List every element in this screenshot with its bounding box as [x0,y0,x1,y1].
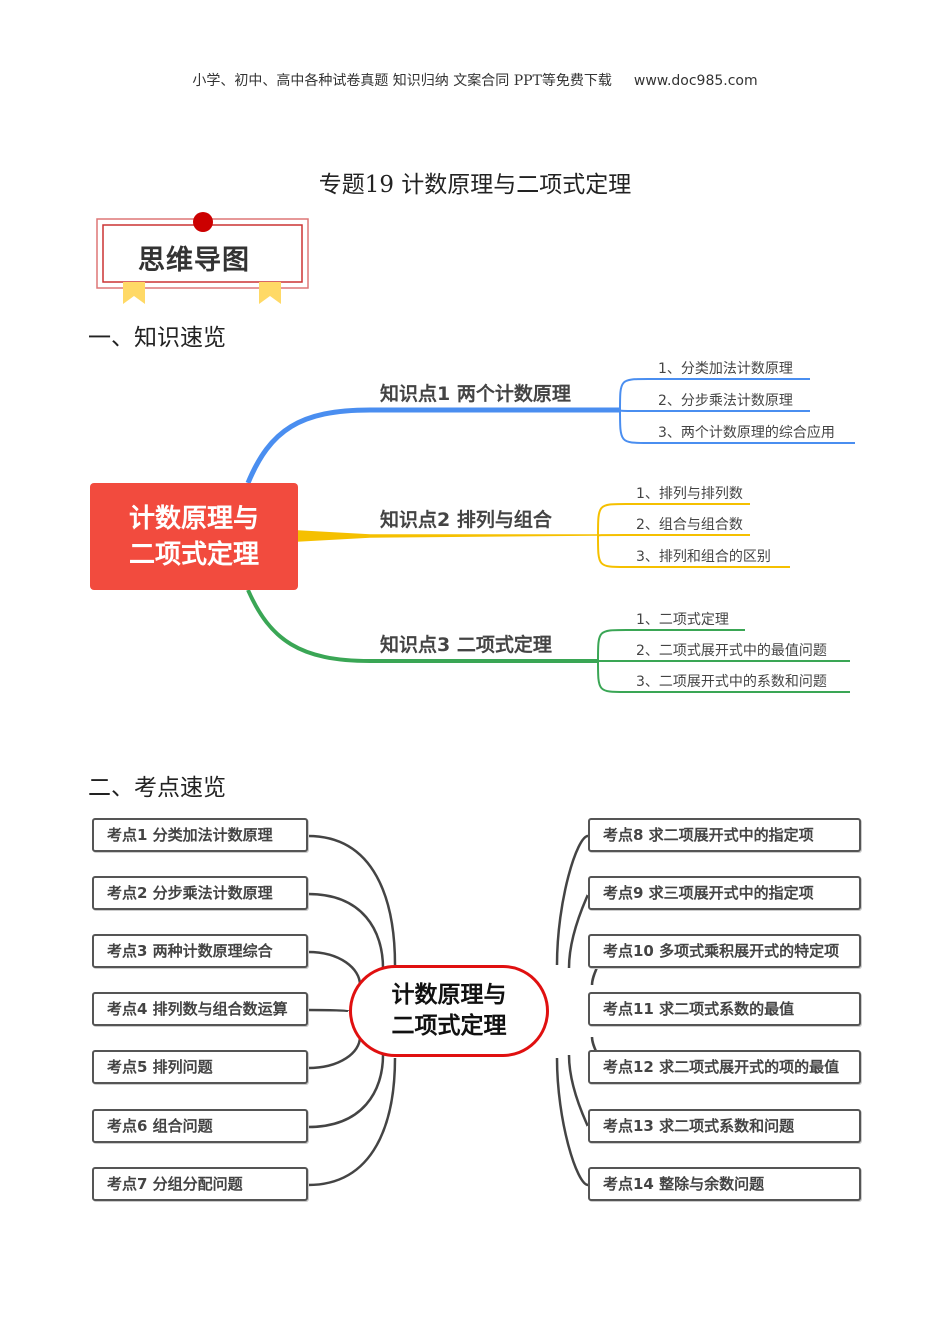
sub-line [597,660,850,693]
exam-point-box: 考点5 排列问题 [92,1050,308,1084]
branch-label-1: 知识点1 两个计数原理 [380,383,571,405]
exam-point-box: 考点7 分组分配问题 [92,1167,308,1201]
connector-line [307,834,397,966]
exam-point-box: 考点1 分类加法计数原理 [92,818,308,852]
branch-label-3: 知识点3 二项式定理 [380,634,552,656]
section-exam-points: 二、考点速览 [88,775,226,801]
exam-point-box: 考点3 两种计数原理综合 [92,934,308,968]
sub-item: 3、两个计数原理的综合应用 [658,425,835,441]
mindmap2-center: 计数原理与二项式定理 [349,965,549,1057]
sub-line [619,409,855,444]
connector-line [555,834,589,966]
branch-line-3 [246,589,598,663]
connector-line [307,1036,362,1070]
branch-label-2: 知识点2 排列与组合 [380,509,552,531]
sub-line [619,409,810,412]
sub-item: 3、排列和组合的区别 [636,549,771,565]
exam-point-box: 考点8 求二项展开式中的指定项 [588,818,861,852]
exam-point-box: 考点2 分步乘法计数原理 [92,876,308,910]
connector-line [307,892,385,969]
connector-line [307,1057,397,1187]
sub-item: 2、组合与组合数 [636,517,743,533]
sub-item: 3、二项展开式中的系数和问题 [636,674,827,690]
exam-point-box: 考点14 整除与余数问题 [588,1167,861,1201]
sub-item: 2、分步乘法计数原理 [658,393,793,409]
exam-point-box: 考点6 组合问题 [92,1109,308,1143]
section-knowledge: 一、知识速览 [88,325,226,351]
sub-item: 1、二项式定理 [636,612,729,628]
connector-line [567,1054,590,1129]
header-text: 小学、初中、高中各种试卷真题 知识归纳 文案合同 PPT等免费下载 [192,73,612,89]
sub-line [597,534,750,537]
sub-line [619,378,810,411]
connector-line [567,892,590,969]
mindmap-badge: 思维导图 [138,245,250,276]
exam-point-box: 考点11 求二项式系数的最值 [588,992,861,1026]
exam-point-box: 考点13 求二项式系数和问题 [588,1109,861,1143]
badge-frame [96,212,309,304]
page-header: 小学、初中、高中各种试卷真题 知识归纳 文案合同 PPT等免费下载 www.doc… [0,70,950,90]
branch-line-1 [245,407,620,484]
exam-point-box: 考点12 求二项式展开式的项的最值 [588,1050,861,1084]
sub-line [597,503,750,537]
sub-item: 1、分类加法计数原理 [658,361,793,377]
header-site: www.doc985.com [633,73,758,89]
exam-point-box: 考点9 求三项展开式中的指定项 [588,876,861,910]
sub-line [597,629,745,662]
mindmap1-center: 计数原理与二项式定理 [90,483,298,590]
page-title: 专题19 计数原理与二项式定理 [318,172,632,198]
sub-item: 1、排列与排列数 [636,486,743,502]
connector-line [307,1008,351,1013]
exam-point-box: 考点4 排列数与组合数运算 [92,992,308,1026]
connector-line [555,1057,589,1187]
connector-line [307,950,362,986]
sub-line [597,535,790,568]
connector-line [307,1054,385,1129]
exam-point-box: 考点10 多项式乘积展开式的特定项 [588,934,861,968]
sub-item: 2、二项式展开式中的最值问题 [636,643,827,659]
branch-line-2 [297,530,599,542]
